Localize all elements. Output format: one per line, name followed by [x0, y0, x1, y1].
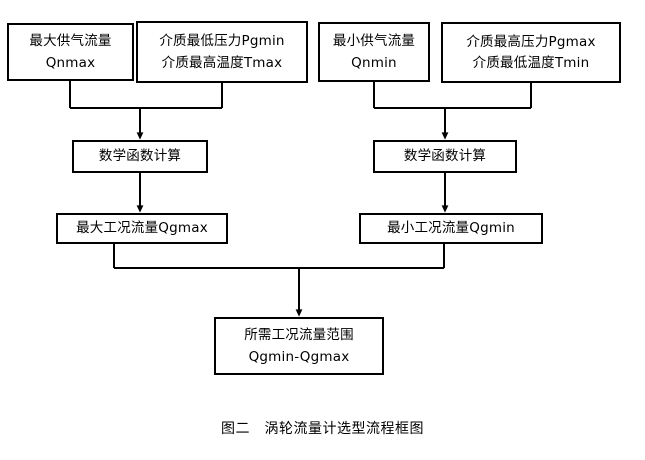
- node-min-supply-flow: 最小供气流量 Qnmin: [318, 22, 430, 82]
- node-max-working-flow: 最大工况流量Qgmax: [56, 213, 228, 244]
- node-max-supply-flow: 最大供气流量 Qnmax: [7, 23, 134, 81]
- node-qgmax-label: 最大工况流量Qgmax: [76, 220, 208, 237]
- node-pgmin-line1: 介质最低压力Pgmin: [159, 33, 285, 50]
- node-math-function-left: 数学函数计算: [72, 140, 208, 173]
- node-pgmin-line2: 介质最高温度Tmax: [161, 54, 283, 71]
- node-qgmin-label: 最小工况流量Qgmin: [387, 220, 515, 237]
- node-min-working-flow: 最小工况流量Qgmin: [359, 213, 543, 244]
- node-qnmax-line1: 最大供气流量: [29, 33, 112, 50]
- node-pgmax-line1: 介质最高压力Pgmax: [466, 33, 596, 50]
- node-qnmin-line1: 最小供气流量: [332, 33, 416, 50]
- node-qnmin-line2: Qnmin: [351, 54, 397, 71]
- node-min-pressure-max-temp: 介质最低压力Pgmin 介质最高温度Tmax: [136, 21, 308, 83]
- node-math-left-label: 数学函数计算: [98, 148, 182, 165]
- node-qnmax-line2: Qnmax: [45, 54, 96, 71]
- node-pgmax-line2: 介质最低温度Tmin: [472, 55, 590, 71]
- node-final-line2: Qgmin-Qgmax: [248, 348, 350, 365]
- node-math-function-right: 数学函数计算: [373, 140, 517, 173]
- node-final-line1: 所需工况流量范围: [244, 327, 354, 344]
- node-required-flow-range: 所需工况流量范围 Qgmin-Qgmax: [214, 317, 384, 375]
- node-max-pressure-min-temp: 介质最高压力Pgmax 介质最低温度Tmin: [441, 22, 621, 83]
- node-math-right-label: 数学函数计算: [403, 148, 487, 165]
- figure-caption: 图二 涡轮流量计选型流程框图: [221, 421, 424, 437]
